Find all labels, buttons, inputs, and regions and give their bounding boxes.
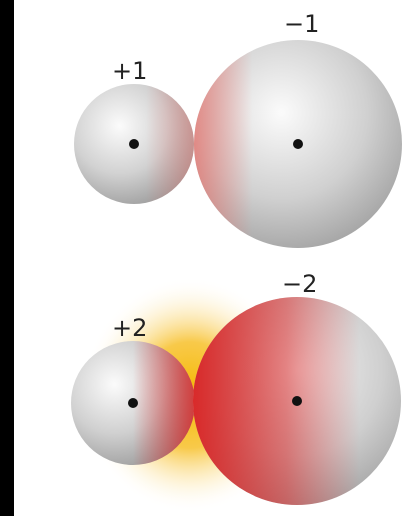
ion-pair-1: +1 −1 [74, 10, 402, 248]
anion-1-charge-label: −1 [284, 10, 319, 38]
cation-2-nucleus [128, 398, 138, 408]
cation-1-nucleus [129, 139, 139, 149]
anion-1: −1 [194, 10, 402, 248]
anion-1-nucleus [293, 139, 303, 149]
anion-2-nucleus [292, 396, 302, 406]
ion-pair-2: +2 −2 [71, 270, 401, 513]
cation-1: +1 [74, 57, 194, 204]
cation-2-charge-label: +2 [112, 314, 147, 342]
cation-1-charge-label: +1 [112, 57, 147, 85]
anion-2-charge-label: −2 [282, 270, 317, 298]
